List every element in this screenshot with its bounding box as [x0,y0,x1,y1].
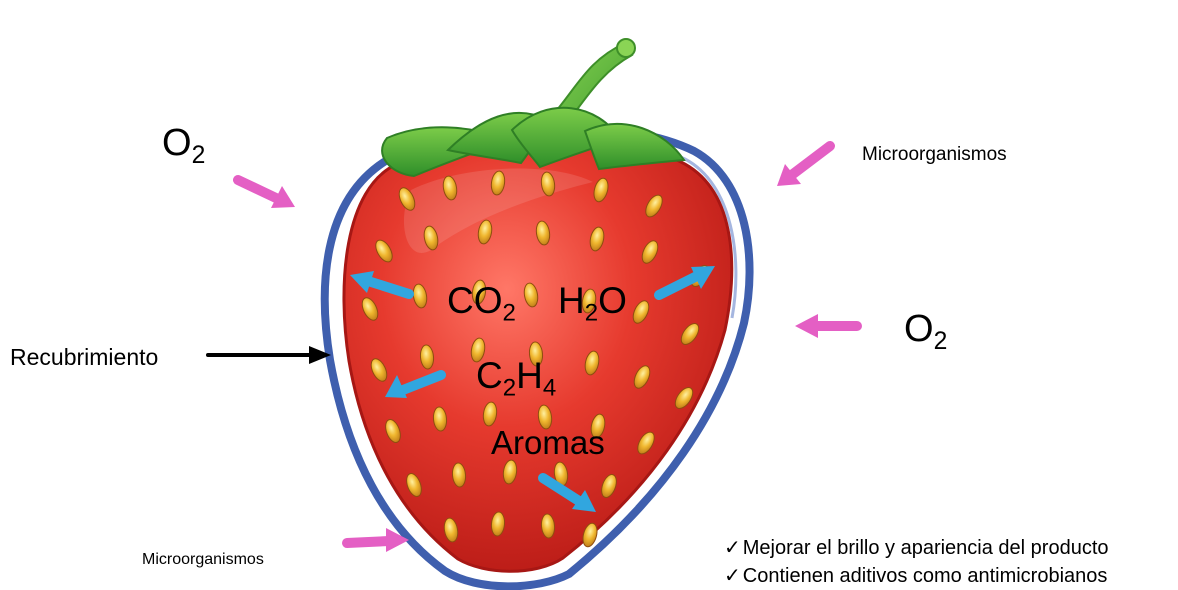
oxygen-label-left: O2 [162,124,205,162]
ethylene-label: C2H4 [476,357,556,394]
ethylene-carbon: C [476,355,503,396]
microorganisms-top-arrow [777,146,830,186]
ethylene-hydrogen: H [516,355,543,396]
check-icon: ✓ [724,537,741,559]
microorganisms-label-top: Microorganismos [862,145,1007,164]
oxygen-label-left-base: O [162,122,192,164]
benefit-text: Contienen aditivos como antimicrobianos [743,565,1108,587]
stem-tip [617,39,635,57]
oxygen-label-right-subscript: 2 [934,328,948,355]
ethylene-hydrogen-subscript: 4 [543,375,556,402]
o2-left-arrow [238,180,295,208]
water-hydrogen: H [558,280,585,321]
water-label: H2O [558,282,627,319]
benefit-item: ✓Contienen aditivos como antimicrobianos [724,562,1109,590]
oxygen-label-right-base: O [904,308,934,350]
benefit-text: Mejorar el brillo y apariencia del produ… [743,537,1109,559]
ethylene-carbon-subscript: 2 [503,375,516,402]
o2-right-arrow [795,314,857,338]
oxygen-label-right: O2 [904,310,947,348]
water-subscript: 2 [585,300,598,327]
carbon-dioxide-base: CO [447,280,503,321]
coating-label: Recubrimiento [10,346,158,369]
check-icon: ✓ [724,565,741,587]
oxygen-label-left-subscript: 2 [192,142,206,169]
carbon-dioxide-subscript: 2 [503,300,516,327]
aromas-label: Aromas [491,426,605,459]
coating-arrow [208,346,331,364]
microorganisms-label-bottom: Microorganismos [142,552,264,568]
carbon-dioxide-label: CO2 [447,282,516,319]
coating-benefits-list: ✓Mejorar el brillo y apariencia del prod… [724,534,1109,590]
benefit-item: ✓Mejorar el brillo y apariencia del prod… [724,534,1109,562]
water-oxygen: O [598,280,627,321]
